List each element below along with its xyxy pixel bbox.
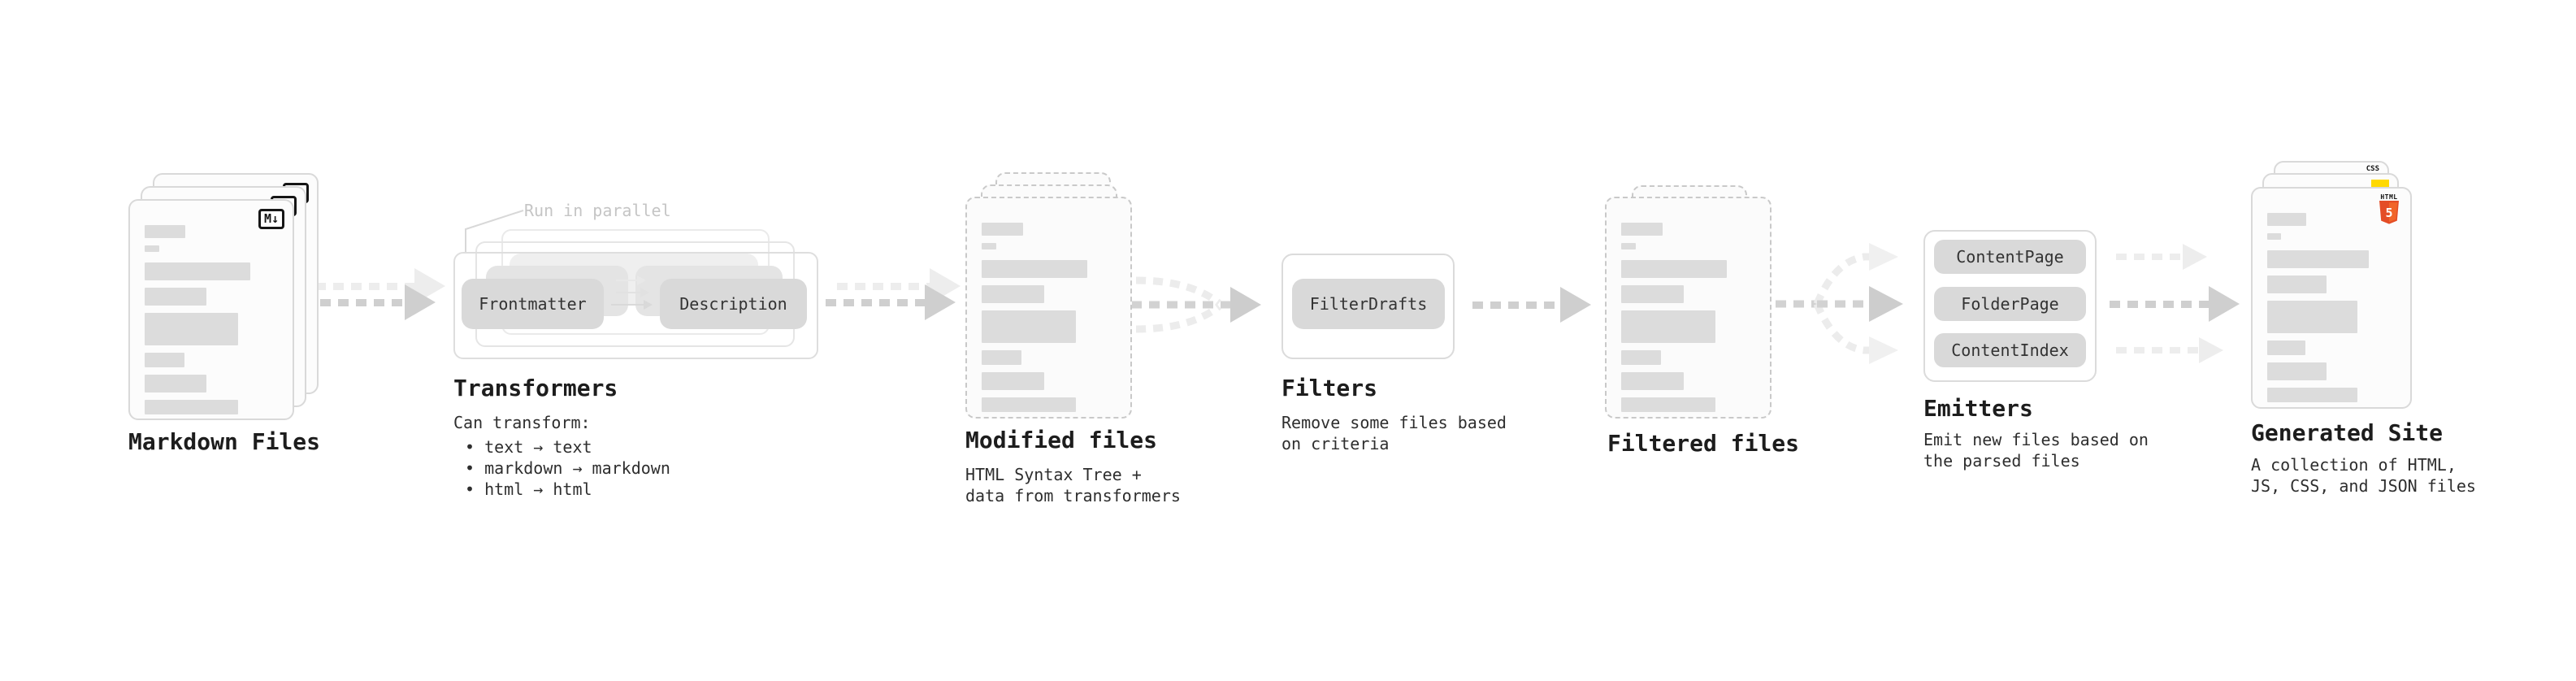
text-line-bar bbox=[2267, 388, 2357, 402]
subtext-line: JS, CSS, and JSON files bbox=[2251, 476, 2476, 496]
arrow-transformers-to-modified bbox=[826, 284, 956, 320]
emitters-title: Emitters bbox=[1923, 395, 2033, 422]
arrow-emitters-to-site-middle bbox=[2110, 286, 2240, 322]
generated-doc-html: HTML 5 bbox=[2251, 187, 2412, 409]
text-line-bar bbox=[1621, 350, 1661, 365]
text-line-bar bbox=[982, 350, 1021, 365]
text-line-bar bbox=[2267, 233, 2282, 240]
subtext-line: data from transformers bbox=[965, 486, 1181, 505]
text-line-bar bbox=[2267, 275, 2327, 293]
text-line-bar bbox=[982, 243, 996, 249]
html5-icon: HTML 5 bbox=[2378, 193, 2400, 225]
filtered-files-label: Filtered files bbox=[1607, 430, 1800, 457]
html5-icon-number: 5 bbox=[2385, 206, 2392, 220]
filtered-file-doc-front bbox=[1605, 197, 1772, 419]
text-line-bar bbox=[2267, 340, 2305, 355]
text-line-bar bbox=[982, 285, 1044, 303]
bullet-item: • text → text bbox=[465, 437, 592, 457]
text-line-bar bbox=[145, 313, 239, 345]
transformers-title: Transformers bbox=[453, 375, 618, 401]
text-line-bar bbox=[145, 288, 207, 306]
text-line-bar bbox=[2267, 250, 2369, 268]
text-line-bar bbox=[1621, 260, 1728, 278]
text-line-bar bbox=[982, 372, 1044, 390]
text-line-bar bbox=[1621, 397, 1715, 412]
contentindex-pill: ContentIndex bbox=[1934, 333, 2086, 367]
transformer-frame-front bbox=[453, 252, 818, 359]
text-line-bar bbox=[1621, 372, 1684, 390]
arrow-markdown-to-transformers bbox=[302, 284, 436, 320]
run-in-parallel-label: Run in parallel bbox=[524, 201, 671, 220]
contentpage-pill: ContentPage bbox=[1934, 240, 2086, 274]
filterdrafts-pill: FilterDrafts bbox=[1292, 279, 1445, 329]
text-line-bar bbox=[1621, 285, 1684, 303]
arrow-filters-to-filtered bbox=[1472, 287, 1591, 323]
generated-site-label: Generated Site bbox=[2251, 419, 2444, 446]
modified-files-label: Modified files bbox=[965, 427, 1158, 453]
pill-to-pill-arrow bbox=[616, 275, 646, 285]
emitters-subtext: Emit new files based on the parsed files bbox=[1923, 429, 2149, 471]
filters-subtext: Remove some files based on criteria bbox=[1281, 412, 1507, 454]
text-line-bar bbox=[145, 400, 239, 414]
doc-text-lines bbox=[982, 223, 1114, 412]
fan-in-arrow bbox=[1131, 276, 1261, 333]
doc-text-lines bbox=[145, 225, 276, 414]
markdown-files-label: Markdown Files bbox=[128, 428, 321, 455]
folderpage-pill: FolderPage bbox=[1934, 287, 2086, 321]
text-line-bar bbox=[145, 225, 186, 238]
bullet-item: • html → html bbox=[465, 479, 592, 499]
fan-out-arrow bbox=[1776, 243, 1903, 364]
arrow-emitters-to-site-bottom bbox=[2116, 337, 2223, 363]
text-line-bar bbox=[982, 260, 1088, 278]
text-line-bar bbox=[2267, 213, 2307, 226]
modified-files-subtext: HTML Syntax Tree + data from transformer… bbox=[965, 464, 1181, 506]
modified-file-doc-front bbox=[965, 197, 1132, 419]
markdown-file-doc-front: M↓ bbox=[128, 199, 294, 420]
bullet-item: • markdown → markdown bbox=[465, 458, 670, 478]
text-line-bar bbox=[2267, 301, 2357, 333]
text-line-bar bbox=[145, 262, 250, 280]
callout-leader-line bbox=[465, 210, 524, 252]
text-line-bar bbox=[1621, 310, 1715, 343]
subtext-line: A collection of HTML, bbox=[2251, 455, 2457, 475]
text-line-bar bbox=[982, 310, 1076, 343]
subtext-line: Remove some files based bbox=[1281, 413, 1507, 432]
doc-text-lines bbox=[1621, 223, 1754, 412]
css-icon-label: CSS bbox=[2366, 165, 2379, 173]
pill-to-pill-arrow bbox=[611, 300, 653, 310]
subtext-line: the parsed files bbox=[1923, 451, 2080, 471]
html5-shield: 5 bbox=[2379, 201, 2399, 224]
text-line-bar bbox=[145, 375, 207, 393]
text-line-bar bbox=[982, 397, 1076, 412]
subtext-line: HTML Syntax Tree + bbox=[965, 465, 1142, 484]
text-line-bar bbox=[145, 245, 159, 252]
transformers-intro: Can transform: bbox=[453, 413, 591, 432]
text-line-bar bbox=[145, 353, 184, 367]
pill-to-pill-arrow bbox=[616, 288, 649, 297]
subtext-line: on criteria bbox=[1281, 434, 1390, 453]
transformers-bullets: • text → text • markdown → markdown • ht… bbox=[465, 436, 670, 500]
text-line-bar bbox=[982, 223, 1023, 236]
text-line-bar bbox=[1621, 243, 1636, 249]
description-pill: Description bbox=[660, 279, 807, 329]
filters-title: Filters bbox=[1281, 375, 1378, 401]
markdown-icon: M↓ bbox=[258, 209, 284, 229]
generated-site-subtext: A collection of HTML, JS, CSS, and JSON … bbox=[2251, 454, 2476, 497]
subtext-line: Emit new files based on bbox=[1923, 430, 2149, 449]
html5-icon-word: HTML bbox=[2380, 193, 2398, 201]
text-line-bar bbox=[1621, 223, 1663, 236]
frontmatter-pill: Frontmatter bbox=[462, 279, 604, 329]
doc-text-lines bbox=[2267, 213, 2394, 402]
text-line-bar bbox=[2267, 362, 2327, 380]
arrow-emitters-to-site-top bbox=[2116, 244, 2207, 270]
